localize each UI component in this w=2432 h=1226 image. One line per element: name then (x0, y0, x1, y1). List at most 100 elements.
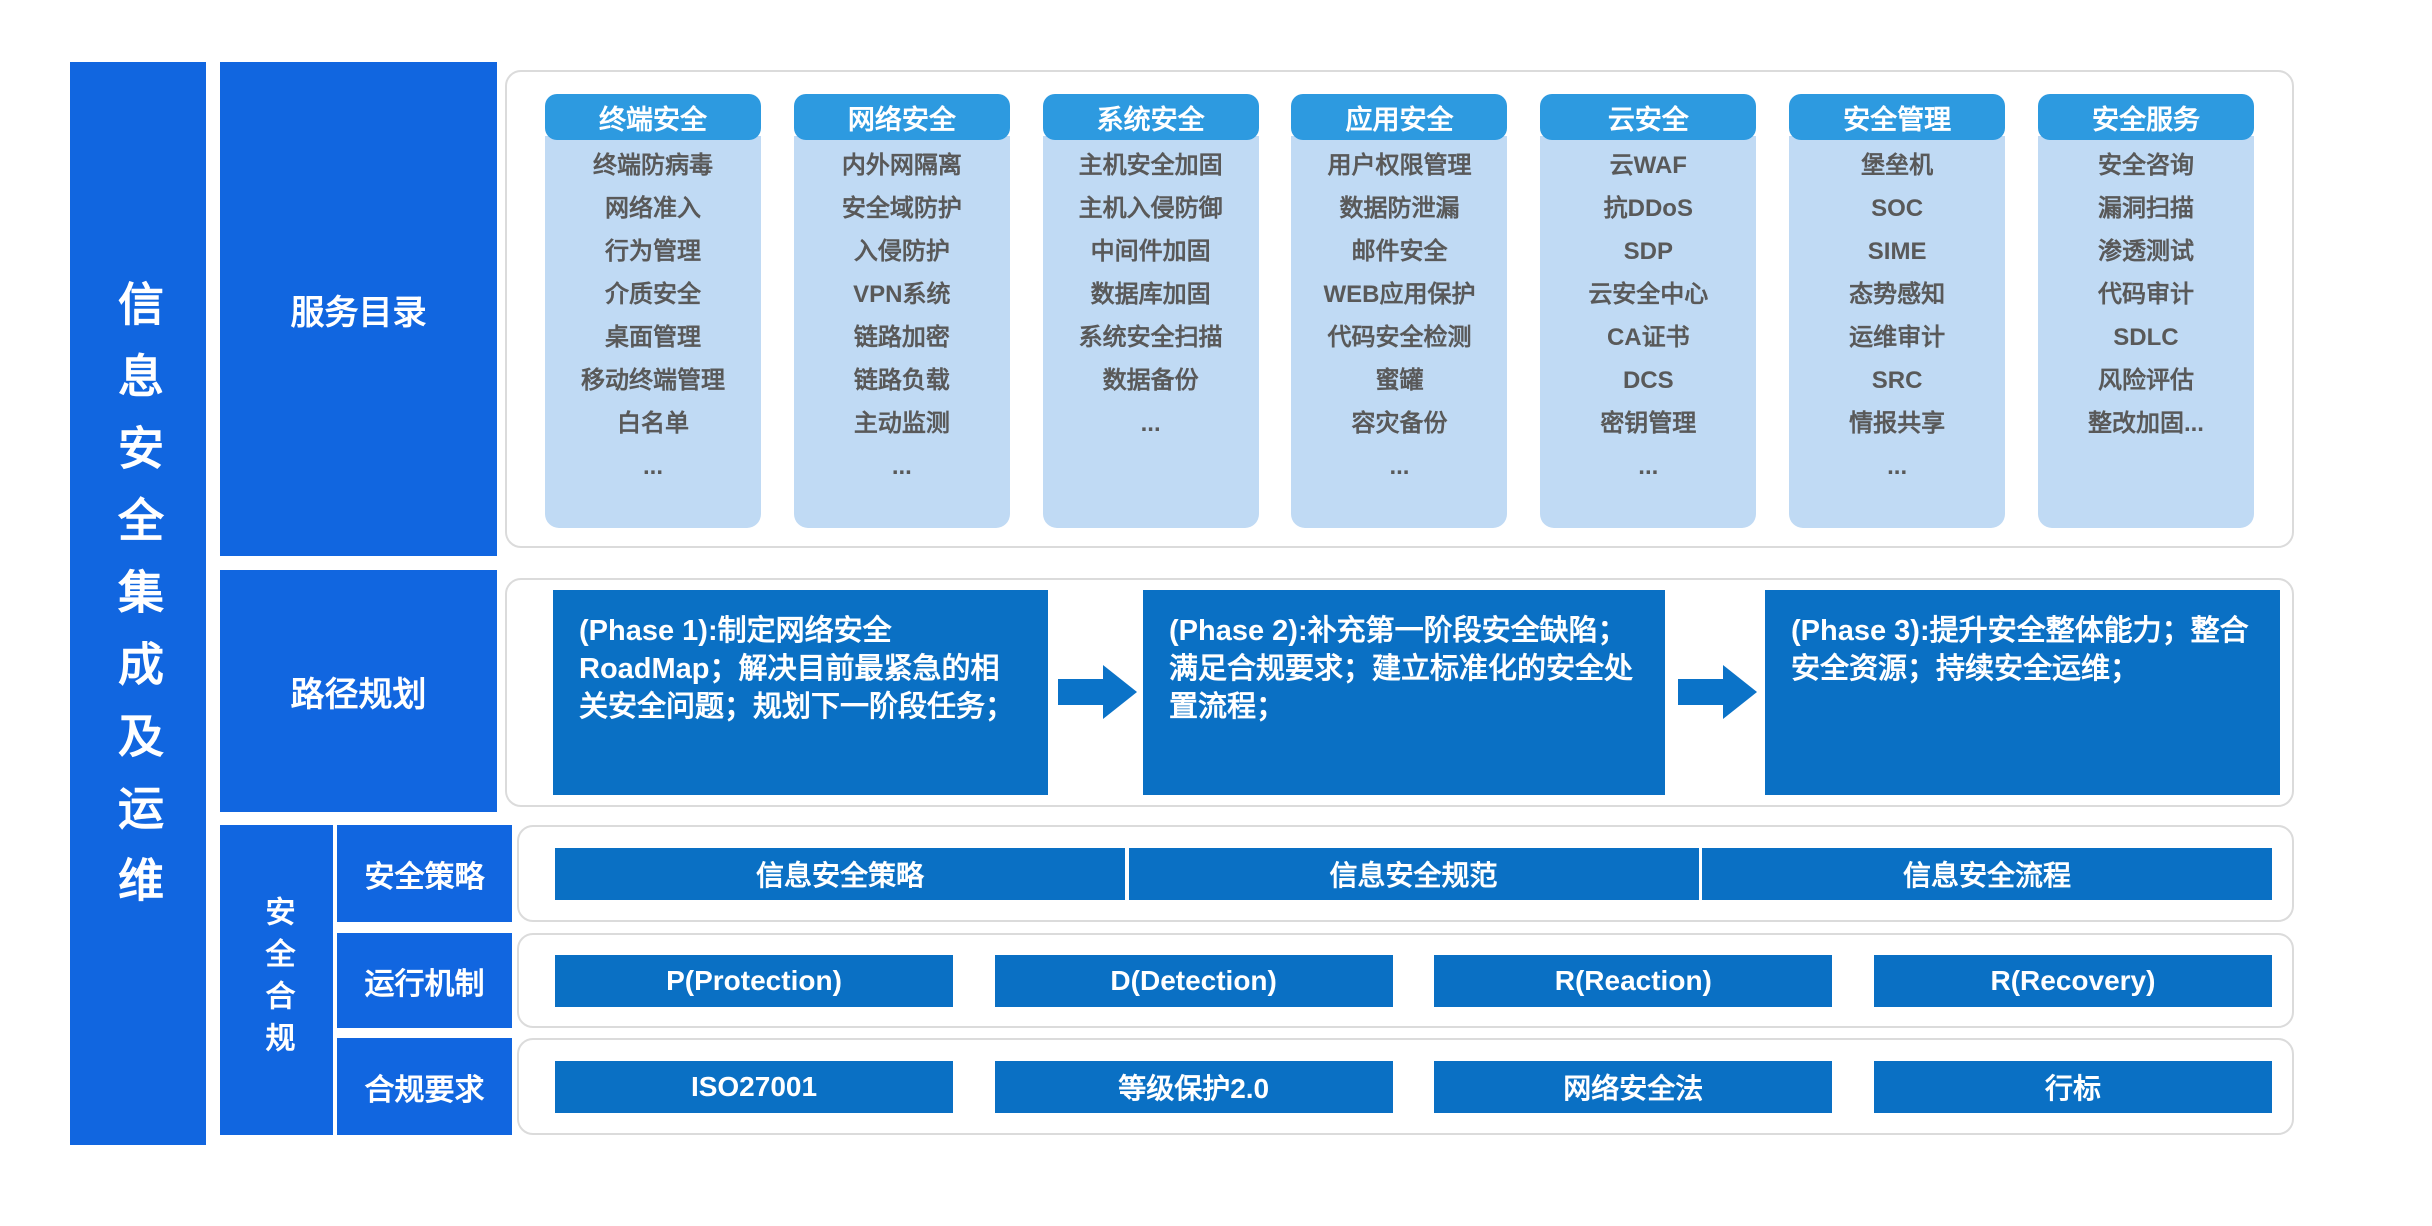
arrow-head (1723, 665, 1757, 719)
catalog-item: 安全域防护 (841, 195, 962, 222)
catalog-item: 内外网隔离 (841, 152, 962, 179)
section-label-text: 安全合规 (260, 896, 294, 1064)
requirement-button: 等级保护2.0 (994, 1060, 1393, 1113)
catalog-item: SOC (1871, 195, 1924, 222)
requirement-button: ISO27001 (555, 1060, 953, 1113)
column-body: 云WAF 抗DDoS SDP 云安全中心 CA证书 DCS 密钥管理 ... (1540, 136, 1757, 528)
security-policy-panel: 信息安全策略 信息安全规范 信息安全流程 (517, 825, 2294, 922)
right-arrow-icon (1058, 665, 1137, 719)
catalog-item: 网络准入 (605, 195, 701, 222)
compliance-requirements-panel: ISO27001 等级保护2.0 网络安全法 行标 (517, 1038, 2294, 1135)
requirement-button: 网络安全法 (1434, 1060, 1833, 1113)
catalog-item: 代码审计 (2097, 281, 2194, 308)
catalog-item: 链路加密 (853, 324, 950, 351)
section-label-service-catalog: 服务目录 (220, 62, 497, 556)
policy-button: 信息安全规范 (1128, 847, 1699, 900)
catalog-item: SIME (1867, 238, 1927, 265)
roadmap-phase-1: (Phase 1):制定网络安全RoadMap；解决目前最紧急的相关安全问题；规… (553, 590, 1048, 795)
catalog-item: 白名单 (617, 410, 689, 437)
column-body: 主机安全加固 主机入侵防御 中间件加固 数据库加固 系统安全扫描 数据备份 ..… (1042, 136, 1259, 528)
catalog-item: 终端防病毒 (593, 152, 713, 179)
service-column-network: 网络安全 内外网隔离 安全域防护 入侵防护 VPN系统 链路加密 链路负载 主动… (793, 94, 1010, 546)
section-label-text: 服务目录 (290, 293, 427, 332)
column-header: 应用安全 (1291, 94, 1508, 140)
catalog-item-ellipsis: 整改加固... (2087, 410, 2204, 437)
catalog-item: 渗透测试 (2097, 238, 2194, 265)
catalog-item-ellipsis: ... (642, 453, 663, 480)
column-header: 网络安全 (793, 94, 1010, 140)
catalog-item: 安全咨询 (2097, 152, 2194, 179)
catalog-item: 数据备份 (1102, 367, 1199, 394)
column-body: 安全咨询 漏洞扫描 渗透测试 代码审计 SDLC 风险评估 整改加固... (2037, 136, 2254, 528)
catalog-item: CA证书 (1606, 324, 1690, 351)
catalog-item: 堡垒机 (1861, 152, 1934, 179)
column-body: 内外网隔离 安全域防护 入侵防护 VPN系统 链路加密 链路负载 主动监测 ..… (793, 136, 1010, 528)
catalog-item: 移动终端管理 (581, 367, 725, 394)
service-column-system: 系统安全 主机安全加固 主机入侵防御 中间件加固 数据库加固 系统安全扫描 数据… (1042, 94, 1259, 546)
catalog-item: 密钥管理 (1600, 410, 1697, 437)
catalog-item: 抗DDoS (1603, 195, 1693, 222)
catalog-item: 桌面管理 (605, 324, 701, 351)
catalog-item-ellipsis: ... (891, 453, 912, 480)
catalog-item-ellipsis: ... (1140, 410, 1161, 437)
requirement-button: 行标 (1873, 1060, 2272, 1113)
catalog-item: VPN系统 (853, 281, 951, 308)
catalog-item: 蜜罐 (1375, 367, 1424, 394)
roadmap-phase-2: (Phase 2):补充第一阶段安全缺陷；满足合规要求；建立标准化的安全处置流程… (1143, 590, 1665, 795)
column-header: 云安全 (1540, 94, 1757, 140)
service-column-terminal: 终端安全 终端防病毒 网络准入 行为管理 介质安全 桌面管理 移动终端管理 白名… (545, 94, 761, 546)
section-label-compliance: 安全合规 (220, 825, 333, 1135)
catalog-item: SDLC (2113, 324, 2179, 351)
catalog-item: 入侵防护 (853, 238, 950, 265)
catalog-item: 链路负载 (853, 367, 950, 394)
catalog-item: WEB应用保护 (1323, 281, 1476, 308)
column-header: 安全服务 (2037, 94, 2254, 140)
catalog-item: 介质安全 (605, 281, 701, 308)
row-label-operation-mechanism: 运行机制 (337, 933, 512, 1028)
operation-mechanism-panel: P(Protection) D(Detection) R(Reaction) R… (517, 933, 2294, 1028)
catalog-item: DCS (1622, 367, 1674, 394)
catalog-item: 主机入侵防御 (1078, 195, 1223, 222)
column-header: 安全管理 (1789, 94, 2006, 140)
row-label-compliance-requirements: 合规要求 (337, 1038, 512, 1135)
catalog-item: 态势感知 (1849, 281, 1946, 308)
policy-button: 信息安全流程 (1702, 847, 2272, 900)
section-label-text: 路径规划 (290, 675, 427, 714)
column-body: 终端防病毒 网络准入 行为管理 介质安全 桌面管理 移动终端管理 白名单 ... (545, 136, 761, 528)
service-column-management: 安全管理 堡垒机 SOC SIME 态势感知 运维审计 SRC 情报共享 ... (1789, 94, 2006, 546)
mechanism-button: P(Protection) (555, 954, 953, 1007)
main-title: 信息安全集成及运维 (112, 279, 164, 928)
catalog-item: 主动监测 (853, 410, 950, 437)
mechanism-button: R(Recovery) (1873, 954, 2272, 1007)
section-label-roadmap: 路径规划 (220, 570, 497, 812)
catalog-item: SDP (1623, 238, 1673, 265)
service-column-application: 应用安全 用户权限管理 数据防泄漏 邮件安全 WEB应用保护 代码安全检测 蜜罐… (1291, 94, 1508, 546)
service-column-services: 安全服务 安全咨询 漏洞扫描 渗透测试 代码审计 SDLC 风险评估 整改加固.… (2037, 94, 2254, 546)
catalog-item-ellipsis: ... (1887, 453, 1908, 480)
catalog-item: 数据防泄漏 (1339, 195, 1460, 222)
mechanism-button: D(Detection) (994, 954, 1393, 1007)
catalog-item: 漏洞扫描 (2097, 195, 2194, 222)
arrow-head (1103, 665, 1137, 719)
column-header: 终端安全 (545, 94, 761, 140)
service-catalog-panel: 终端安全 终端防病毒 网络准入 行为管理 介质安全 桌面管理 移动终端管理 白名… (505, 70, 2294, 548)
catalog-item: 风险评估 (2097, 367, 2194, 394)
catalog-item: 主机安全加固 (1078, 152, 1223, 179)
arrow-shaft (1058, 679, 1103, 705)
arrow-shaft (1678, 679, 1723, 705)
catalog-item: 系统安全扫描 (1078, 324, 1223, 351)
policy-button: 信息安全策略 (555, 847, 1125, 900)
column-body: 堡垒机 SOC SIME 态势感知 运维审计 SRC 情报共享 ... (1789, 136, 2006, 528)
right-arrow-icon (1678, 665, 1757, 719)
column-body: 用户权限管理 数据防泄漏 邮件安全 WEB应用保护 代码安全检测 蜜罐 容灾备份… (1291, 136, 1508, 528)
mechanism-button: R(Reaction) (1434, 954, 1833, 1007)
catalog-item: 容灾备份 (1351, 410, 1448, 437)
roadmap-phase-3: (Phase 3):提升安全整体能力；整合安全资源；持续安全运维； (1765, 590, 2280, 795)
catalog-item: 代码安全检测 (1327, 324, 1472, 351)
row-label-security-policy: 安全策略 (337, 825, 512, 922)
catalog-item: 中间件加固 (1090, 238, 1211, 265)
catalog-item: 数据库加固 (1090, 281, 1211, 308)
catalog-item: 运维审计 (1849, 324, 1946, 351)
catalog-item-ellipsis: ... (1638, 453, 1659, 480)
